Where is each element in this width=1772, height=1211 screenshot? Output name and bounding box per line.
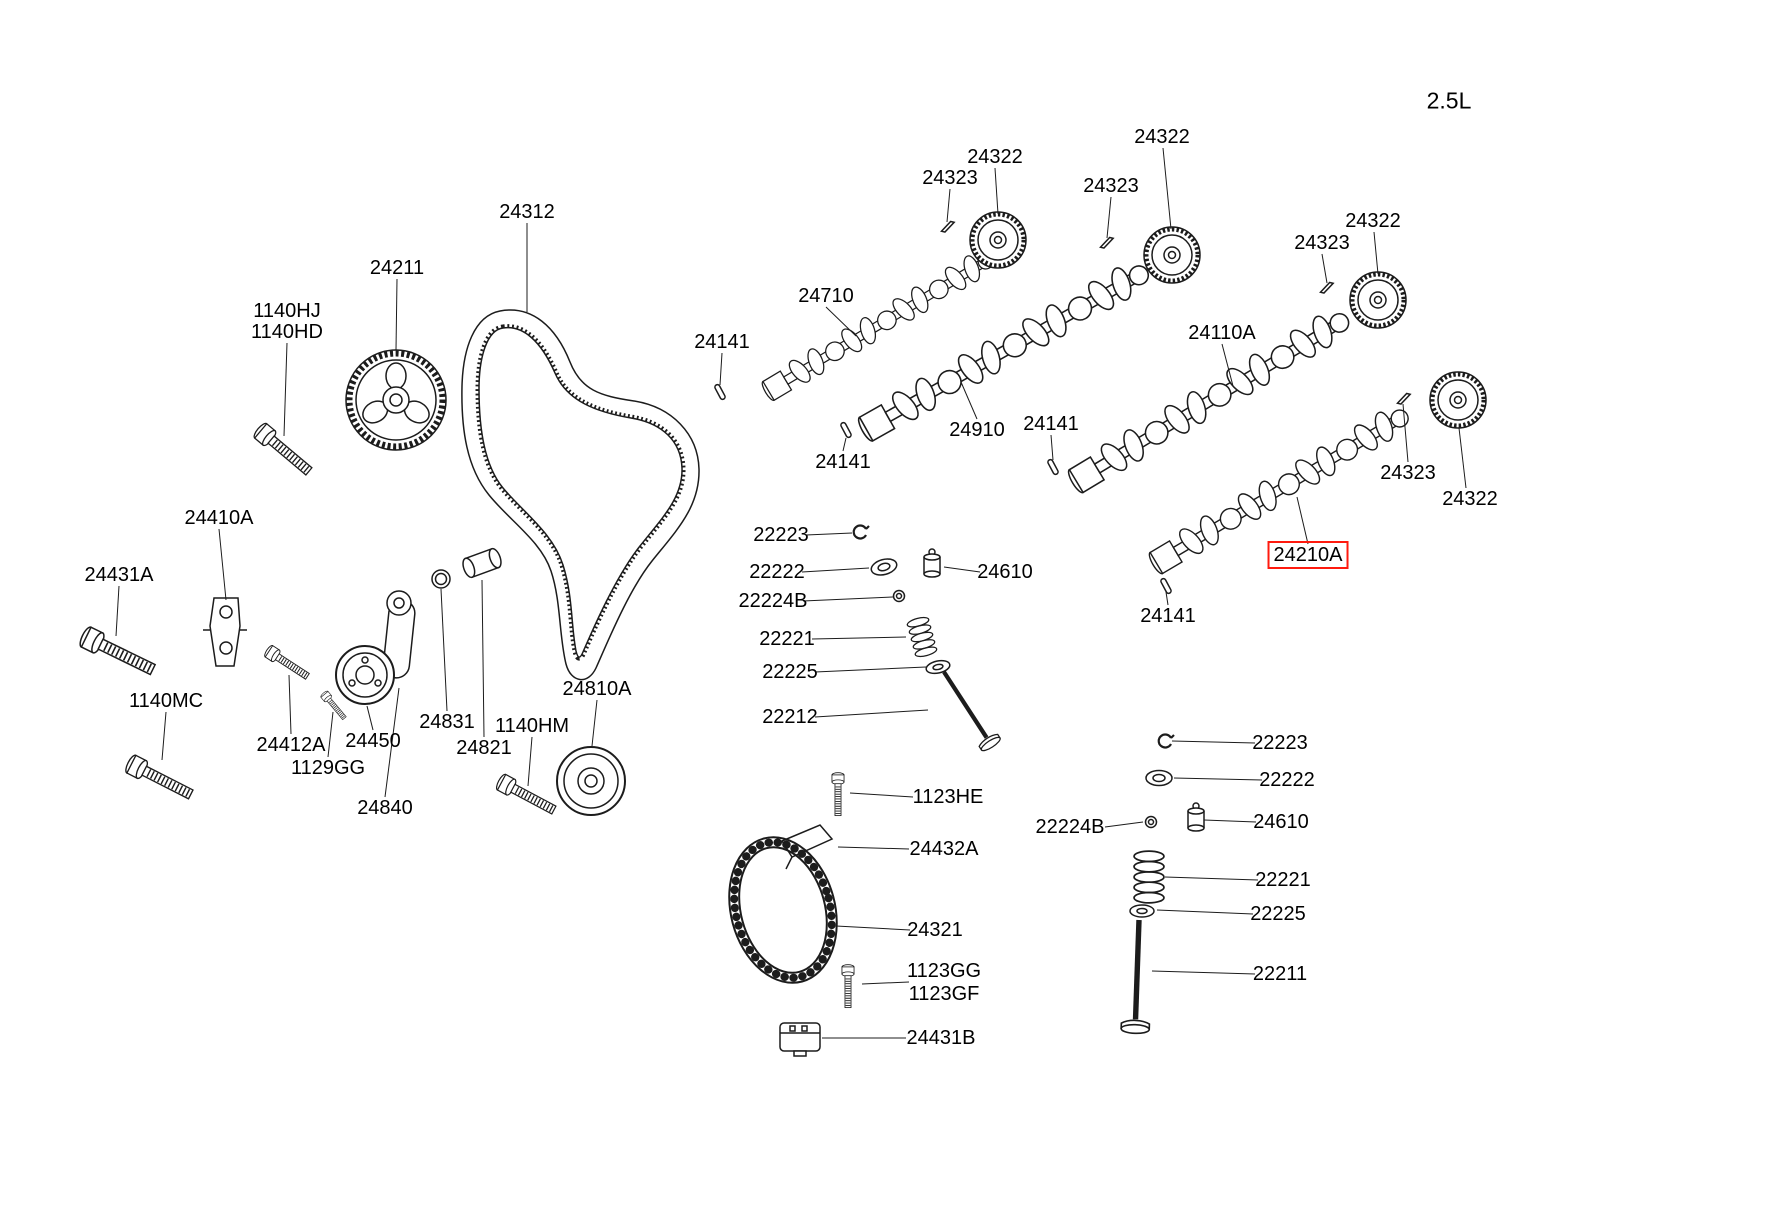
part-number-label[interactable]: 24450 [345, 730, 401, 752]
valve-spring-22221-left-drawing [905, 615, 939, 659]
pin-24141-1-drawing [713, 383, 727, 401]
part-number-label[interactable]: 22225 [762, 661, 818, 683]
part-number-label[interactable]: 24432A [909, 838, 979, 860]
sprocket-24322-3-drawing [1350, 272, 1406, 328]
part-number-label[interactable]: 22212 [762, 706, 818, 728]
part-number-label[interactable]: 1123GF [908, 983, 980, 1005]
part-number-label[interactable]: 24910 [949, 419, 1005, 441]
valve-lock-22223-left-drawing [852, 524, 871, 540]
part-number-label[interactable]: 24810A [562, 678, 632, 700]
part-number-label[interactable]: 1123HE [912, 786, 984, 808]
part-number-label[interactable]: 24610 [1253, 811, 1309, 833]
part-number-label[interactable]: 24322 [1134, 126, 1190, 148]
spring-seat-22225-left-drawing [924, 657, 952, 677]
spring-seat-22225-right-drawing [1129, 904, 1155, 918]
part-number-label[interactable]: 24323 [922, 167, 978, 189]
part-number-label[interactable]: 24323 [1083, 175, 1139, 197]
bolt-1140mc-drawing [124, 754, 196, 804]
bolt-1140hj-drawing [252, 422, 315, 479]
tappet-24610-right-drawing [1187, 802, 1205, 832]
part-number-label[interactable]: 24141 [1023, 413, 1079, 435]
part-number-label[interactable]: 1123GG [906, 960, 982, 982]
part-number-label[interactable]: 1140HM [494, 715, 570, 737]
bolt-1123gg-drawing [842, 965, 854, 1008]
bolt-24412a-drawing [263, 644, 311, 682]
part-number-label[interactable]: 22224B [738, 590, 808, 612]
part-number-label[interactable]: 24141 [815, 451, 871, 473]
sprocket-24322-1-drawing [970, 212, 1026, 268]
timing-belt-drawing [461, 309, 700, 681]
part-number-label[interactable]: 24321 [907, 919, 963, 941]
key-24323-3-drawing [1317, 280, 1336, 295]
part-number-label[interactable]: 24322 [1442, 488, 1498, 510]
part-number-label[interactable]: 24831 [419, 711, 475, 733]
timing-chain-24321-drawing [728, 836, 838, 984]
part-number-label[interactable]: 24141 [1140, 605, 1196, 627]
bolt-1123he-drawing [832, 773, 844, 816]
part-number-label[interactable]: 24840 [357, 797, 413, 819]
part-number-label[interactable]: 1140HD [251, 321, 323, 343]
part-number-label-highlighted[interactable]: 24210A [1267, 541, 1349, 569]
engine-variant-title: 2.5L [1426, 87, 1472, 114]
valve-22212-drawing [935, 666, 1002, 753]
belt-tensioner-drawing [203, 597, 247, 667]
valve-22211-drawing [1121, 920, 1153, 1034]
part-number-label[interactable]: 24312 [499, 201, 555, 223]
valve-lock-22223-right-drawing [1157, 733, 1176, 749]
part-number-label[interactable]: 24323 [1380, 462, 1436, 484]
tensioner-arm-drawing [382, 590, 416, 679]
part-number-label[interactable]: 24110A [1188, 322, 1256, 344]
tensioner-pulley-drawing [335, 645, 395, 705]
part-number-label[interactable]: 24821 [456, 737, 512, 759]
part-number-label[interactable]: 24410A [184, 507, 254, 529]
sleeve-24821-drawing [462, 547, 502, 579]
bolt-24431a-drawing [78, 625, 158, 679]
key-24323-4-drawing [1394, 391, 1413, 406]
key-24323-2-drawing [1097, 235, 1116, 250]
leader-lines [115, 147, 1467, 1039]
part-number-label[interactable]: 24610 [977, 561, 1033, 583]
pin-24141-3-drawing [1046, 458, 1060, 476]
spring-retainer-22222-left-drawing [868, 555, 900, 579]
part-number-label[interactable]: 24323 [1294, 232, 1350, 254]
key-24323-1-drawing [938, 219, 957, 234]
spring-retainer-22222-right-drawing [1145, 769, 1173, 787]
part-number-label[interactable]: 24322 [1345, 210, 1401, 232]
part-number-label[interactable]: 1140HJ [253, 300, 321, 322]
pin-24141-4-drawing [1159, 577, 1173, 595]
valve-spring-22221-right-drawing [1133, 850, 1165, 904]
part-number-label[interactable]: 24322 [967, 146, 1023, 168]
part-number-label[interactable]: 24141 [694, 331, 750, 353]
cam-sprocket-drawing [346, 350, 446, 450]
part-number-label[interactable]: 24431A [84, 564, 154, 586]
sprocket-24322-4-drawing [1430, 372, 1486, 428]
part-number-label[interactable]: 22224B [1035, 816, 1105, 838]
seat-22224b-right-drawing [1144, 815, 1158, 829]
pad-24431b-drawing [779, 1022, 821, 1057]
part-number-label[interactable]: 1129GG [290, 757, 366, 779]
part-number-label[interactable]: 22221 [1255, 869, 1311, 891]
sprocket-24322-2-drawing [1144, 227, 1200, 283]
tappet-24610-left-drawing [923, 548, 941, 578]
part-number-label[interactable]: 24431B [906, 1027, 976, 1049]
part-number-label[interactable]: 22222 [749, 561, 805, 583]
part-number-label[interactable]: 22223 [753, 524, 809, 546]
seat-22224b-left-drawing [892, 589, 906, 603]
part-number-label[interactable]: 22211 [1252, 963, 1308, 985]
part-number-label[interactable]: 24710 [798, 285, 854, 307]
part-number-label[interactable]: 22225 [1250, 903, 1306, 925]
part-number-label[interactable]: 22223 [1252, 732, 1308, 754]
part-number-label[interactable]: 22221 [759, 628, 815, 650]
part-number-label[interactable]: 22222 [1259, 769, 1315, 791]
bolt-1140hm-drawing [495, 773, 558, 818]
part-number-label[interactable]: 24412A [256, 734, 326, 756]
pin-24141-2-drawing [839, 421, 853, 439]
ring-24831-drawing [431, 569, 451, 589]
idler-pulley-drawing [556, 746, 626, 816]
part-number-label[interactable]: 1140MC [128, 690, 204, 712]
part-number-label[interactable]: 24211 [369, 257, 425, 279]
